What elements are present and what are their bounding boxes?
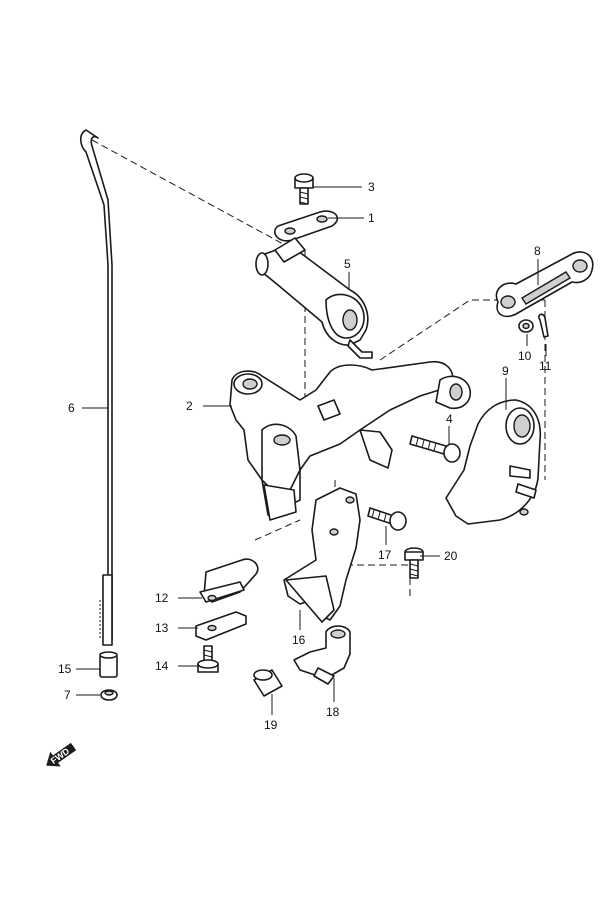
bolt-part-3 (294, 173, 314, 205)
callout-9: 9 (502, 364, 509, 378)
bolt-part-4 (409, 435, 461, 463)
cam-part-9 (445, 399, 542, 525)
callout-16: 16 (292, 633, 306, 647)
callout-2: 2 (186, 399, 193, 413)
nut-part-7 (100, 689, 118, 701)
callout-3: 3 (368, 180, 375, 194)
callout-19: 19 (264, 718, 278, 732)
washer-part-10 (518, 319, 534, 333)
callout-4: 4 (446, 412, 453, 426)
callout-1: 1 (368, 211, 375, 225)
callout-10: 10 (518, 349, 532, 363)
plate-part-1 (274, 210, 338, 242)
shaft-part-5 (255, 237, 373, 359)
callout-11: 11 (539, 359, 552, 373)
callout-8: 8 (534, 244, 541, 258)
cotter-pin-part-11 (538, 313, 549, 338)
bolt-part-17 (367, 507, 407, 531)
collar-part-15 (99, 651, 118, 678)
bolt-part-14 (197, 645, 219, 673)
callout-13: 13 (155, 621, 169, 635)
bracket-part-2 (229, 361, 472, 521)
link-arm-part-8 (495, 251, 594, 318)
callout-18: 18 (326, 705, 340, 719)
callout-5: 5 (344, 257, 351, 271)
callout-7: 7 (64, 688, 71, 702)
callout-14: 14 (155, 659, 169, 673)
gasket-part-13 (195, 611, 247, 641)
callout-17: 17 (378, 548, 392, 562)
clip-part-12 (199, 558, 259, 603)
rod-part-6 (79, 129, 113, 646)
leader-lines (76, 186, 547, 715)
callout-12: 12 (155, 591, 169, 605)
callout-6: 6 (68, 401, 75, 415)
bolt-part-20 (404, 547, 424, 579)
callout-15: 15 (58, 662, 72, 676)
bracket-part-18 (293, 625, 351, 685)
sleeve-part-19 (253, 669, 283, 697)
callout-20: 20 (444, 549, 458, 563)
fwd-arrow-icon: FWD (46, 742, 77, 767)
bracket-part-16 (283, 487, 361, 623)
